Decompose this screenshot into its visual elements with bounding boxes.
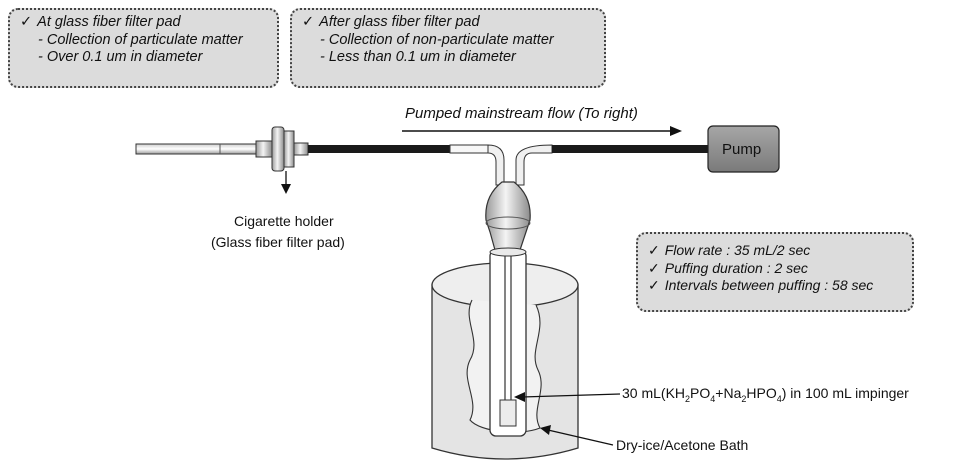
- note-particulate-item: - Collection of particulate matter: [38, 31, 243, 48]
- pump-label: Pump: [722, 141, 762, 158]
- condition-item: Puffing duration : 2 sec: [664, 259, 808, 276]
- condition-item: Intervals between puffing : 58 sec: [664, 277, 874, 293]
- impinger-head: [485, 181, 531, 251]
- flow-label: Pumped mainstream flow (To right): [405, 105, 638, 122]
- note-particulate: ✓At glass fiber filter pad - Collection …: [8, 8, 279, 88]
- impinger-pointer: [514, 392, 621, 402]
- check-icon: ✓: [20, 14, 33, 30]
- holder-label-line2: (Glass fiber filter pad): [211, 234, 345, 250]
- note-particulate-title: At glass fiber filter pad: [37, 14, 181, 30]
- tubing: [308, 144, 708, 186]
- impinger-label: 30 mL(KH2PO4+Na2HPO4) in 100 mL impinger: [622, 385, 909, 404]
- note-puffing-conditions: ✓Flow rate : 35 mL/2 sec ✓Puffing durati…: [636, 232, 914, 312]
- check-icon: ✓: [648, 277, 660, 293]
- check-icon: ✓: [648, 242, 660, 258]
- note-particulate-item: - Over 0.1 um in diameter: [38, 49, 203, 65]
- flow-arrow: [402, 126, 682, 136]
- cigarette-rod: [135, 143, 257, 155]
- condition-item: Flow rate : 35 mL/2 sec: [664, 242, 811, 258]
- note-non-particulate: ✓After glass fiber filter pad - Collecti…: [290, 8, 606, 88]
- check-icon: ✓: [302, 14, 315, 30]
- cigarette-holder: [255, 126, 309, 194]
- note-non-particulate-item: - Collection of non-particulate matter: [320, 31, 554, 48]
- holder-label-line1: Cigarette holder: [234, 213, 334, 229]
- bath-label: Dry-ice/Acetone Bath: [616, 437, 749, 453]
- bath-pointer: [540, 425, 614, 446]
- check-icon: ✓: [648, 259, 660, 276]
- pump-box: [707, 125, 780, 173]
- impinger-tube: [489, 247, 527, 437]
- note-non-particulate-title: After glass fiber filter pad: [319, 14, 480, 30]
- note-non-particulate-item: - Less than 0.1 um in diameter: [320, 49, 516, 65]
